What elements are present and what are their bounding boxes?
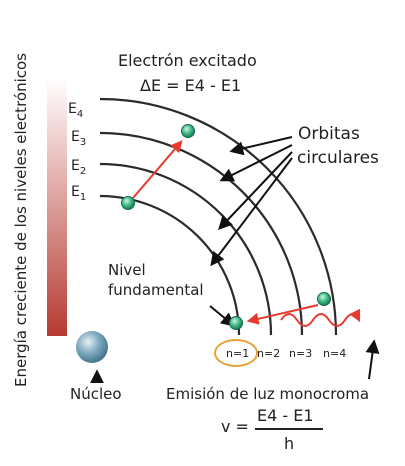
level-label-e4: E4 <box>68 101 84 120</box>
excited-electron-title: Electrón excitado <box>118 51 257 70</box>
shell-label-n4: n=4 <box>323 347 347 360</box>
level-label-e2: E2 <box>71 158 87 177</box>
emission-pointer-arrow <box>365 339 380 380</box>
orbit-n3 <box>99 131 304 336</box>
frequency-formula-numerator: E4 - E1 <box>257 406 314 425</box>
level-label-e1: E1 <box>71 184 87 203</box>
electron-n4-emitting <box>317 292 331 306</box>
electron-n1-start <box>121 196 135 210</box>
shell-label-n1: n=1 <box>226 347 250 360</box>
nucleus-label: Núcleo <box>70 385 122 403</box>
de-excitation-arrow <box>246 304 319 325</box>
electrons <box>121 124 331 330</box>
excitation-arrow <box>132 140 183 199</box>
ground-level-ring <box>214 339 258 367</box>
electron-ground <box>229 316 243 330</box>
orbit-pointer-arrows <box>210 136 293 267</box>
frequency-formula-denominator: h <box>284 434 295 453</box>
shell-label-n2: n=2 <box>257 347 281 360</box>
orbits-label-line1: Orbitas <box>298 124 360 144</box>
energy-difference-formula: ΔE = E4 - E1 <box>140 76 242 95</box>
nucleus <box>76 331 108 363</box>
frequency-formula-lhs: v = <box>221 417 249 436</box>
emission-label: Emisión de luz monocroma <box>166 385 370 403</box>
ground-label-line2: fundamental <box>108 281 204 299</box>
orbit-n2 <box>99 162 273 336</box>
energy-gradient-arrow <box>38 48 76 336</box>
shell-label-n3: n=3 <box>289 347 313 360</box>
electron-excited <box>181 124 195 138</box>
fraction-bar <box>255 428 323 430</box>
orbits-label-line2: circulares <box>297 148 379 168</box>
orbit-n4 <box>99 97 338 336</box>
photon-wave <box>280 308 361 327</box>
orbit-arcs <box>99 97 338 336</box>
level-label-e3: E3 <box>71 129 87 148</box>
ground-label-line1: Nivel <box>108 261 146 279</box>
energy-axis-label: Energía creciente de los niveles electró… <box>12 53 30 387</box>
